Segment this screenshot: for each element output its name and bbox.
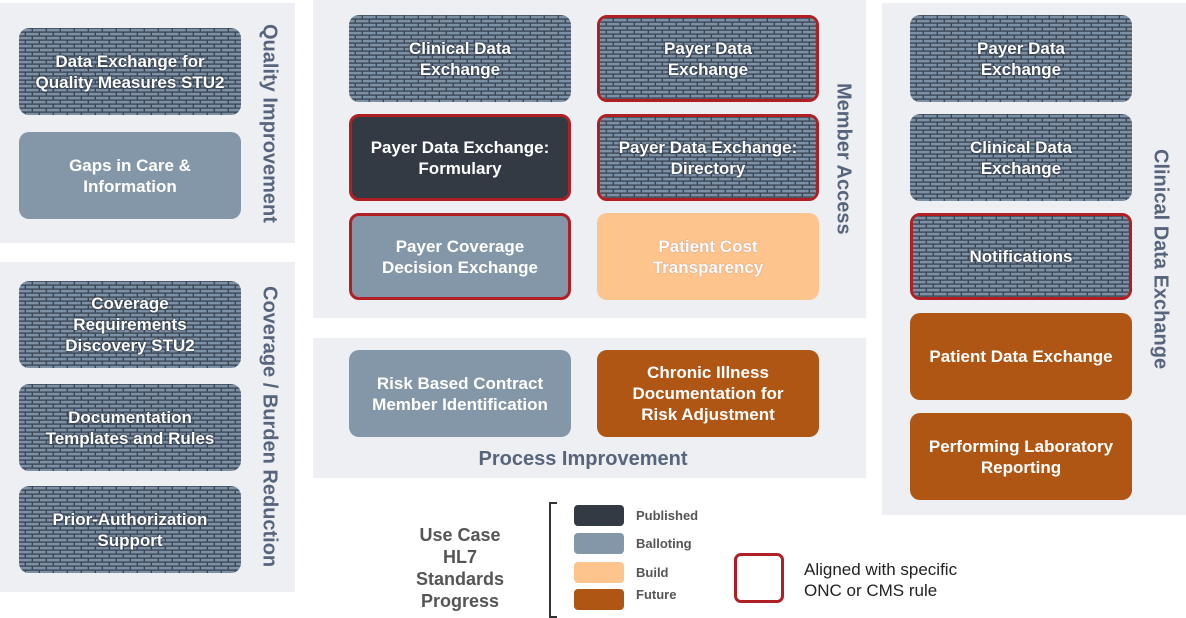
legend-label-published: Published <box>636 508 699 523</box>
use-case-patient-cost-transparency[interactable]: Patient Cost Transparency <box>597 213 819 300</box>
use-case-performing-lab-reporting[interactable]: Performing Laboratory Reporting <box>910 413 1132 500</box>
member-access-label: Member Access <box>832 83 855 235</box>
legend-bracket <box>549 502 557 618</box>
use-case-risk-based-contract[interactable]: Risk Based Contract Member Identificatio… <box>349 350 571 437</box>
legend-rule-label: Aligned with specific ONC or CMS rule <box>804 560 958 600</box>
use-case-pdex-formulary[interactable]: Payer Data Exchange: Formulary <box>349 114 571 201</box>
use-case-clinical-data-exchange[interactable]: Clinical Data Exchange <box>349 15 571 102</box>
legend-label-balloting: Balloting <box>636 536 692 551</box>
clinical-data-exchange-label: Clinical Data Exchange <box>1149 148 1172 370</box>
quality-improvement-label: Quality Improvement <box>258 23 281 223</box>
legend-rule-swatch <box>734 553 784 603</box>
use-case-prior-auth[interactable]: Prior-Authorization Support <box>19 486 241 573</box>
use-case-pdex-directory[interactable]: Payer Data Exchange: Directory <box>597 114 819 201</box>
coverage-label: Coverage / Burden Reduction <box>258 286 281 568</box>
use-case-dtr[interactable]: Documentation Templates and Rules <box>19 384 241 471</box>
legend-swatch-future <box>574 589 624 610</box>
legend-title: Use Case HL7 Standards Progress <box>415 525 505 611</box>
use-case-gaps-in-care[interactable]: Gaps in Care & Information <box>19 132 241 219</box>
use-case-data-exchange-quality-measures[interactable]: Data Exchange for Quality Measures STU2 <box>19 28 241 115</box>
legend-label-build: Build <box>636 565 669 580</box>
legend-label-future: Future <box>636 587 677 602</box>
use-case-cde-payer-data-exchange[interactable]: Payer Data Exchange <box>910 15 1132 102</box>
process-improvement-label: Process Improvement <box>478 448 688 470</box>
use-case-payer-data-exchange[interactable]: Payer Data Exchange <box>597 15 819 102</box>
legend-swatch-published <box>574 505 624 526</box>
use-case-patient-data-exchange[interactable]: Patient Data Exchange <box>910 313 1132 400</box>
use-case-crd[interactable]: Coverage Requirements Discovery STU2 <box>19 281 241 368</box>
legend-swatch-balloting <box>574 533 624 554</box>
legend-swatch-build <box>574 562 624 583</box>
use-case-payer-coverage-decision[interactable]: Payer Coverage Decision Exchange <box>349 213 571 300</box>
use-case-chronic-illness[interactable]: Chronic Illness Documentation for Risk A… <box>597 350 819 437</box>
use-case-cde-clinical-data-exchange[interactable]: Clinical Data Exchange <box>910 114 1132 201</box>
use-case-notifications[interactable]: Notifications <box>910 213 1132 300</box>
